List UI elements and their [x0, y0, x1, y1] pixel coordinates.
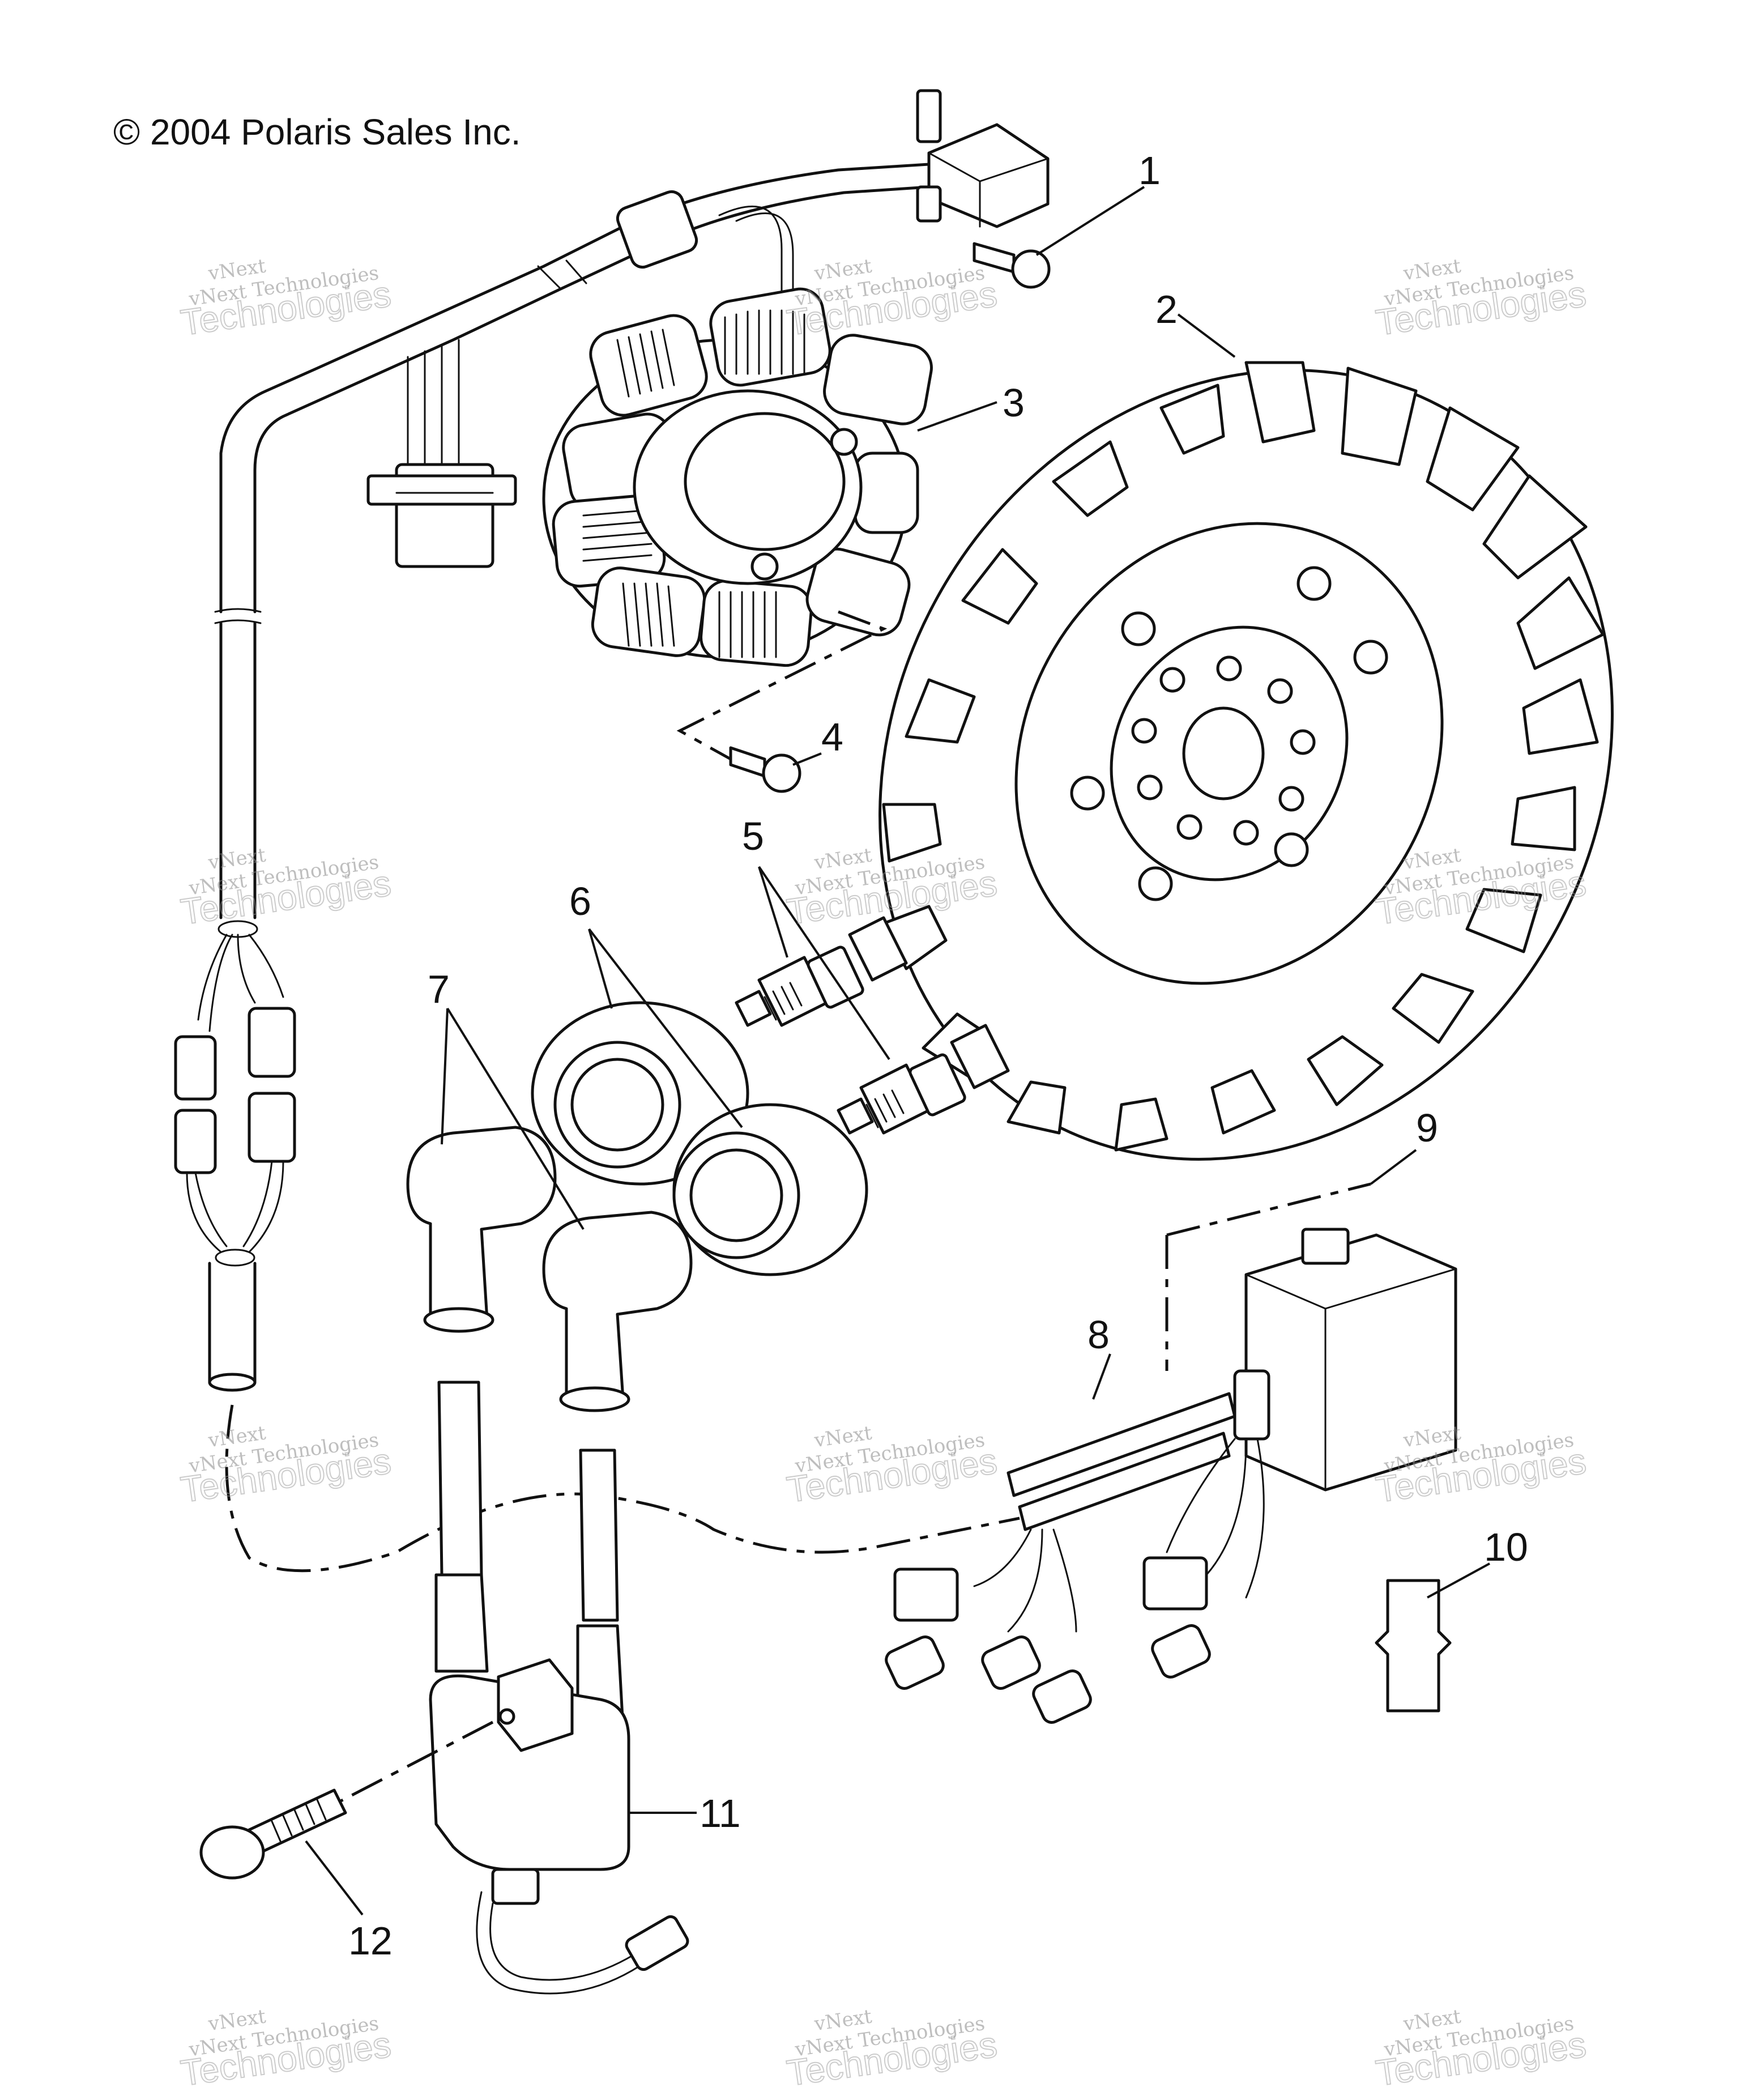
callout-5: 5 [742, 814, 764, 858]
callout-10: 10 [1484, 1525, 1528, 1569]
part-7-plug-caps [406, 1007, 693, 1412]
callout-11: 11 [700, 1791, 741, 1835]
callout-3: 3 [1003, 381, 1025, 425]
part-2-flywheel [878, 313, 1614, 1161]
callout-6: 6 [569, 879, 591, 923]
copyright-text: © 2004 Polaris Sales Inc. [113, 112, 521, 152]
bullet-connector [174, 1035, 217, 1101]
callout-2: 2 [1155, 287, 1178, 331]
bullet-connector [248, 1092, 296, 1163]
part-9-cdi-box [1165, 1149, 1457, 1492]
stator-mount-line [676, 610, 888, 761]
part-11-ignition-coil [429, 1381, 697, 1995]
callout-1: 1 [1138, 148, 1161, 193]
stator-wire-harness [174, 163, 931, 1392]
callout-12: 12 [348, 1919, 393, 1963]
bullet-connector [248, 1007, 296, 1078]
part-6-grommets [531, 928, 868, 1276]
part-10-terminal [1375, 1562, 1490, 1713]
part-5-spark-plugs [735, 866, 1010, 1135]
callout-4: 4 [821, 715, 843, 759]
part-8-cdi-harness [885, 1353, 1270, 1724]
part-1-connector-box [916, 89, 1145, 289]
part-4-screw [729, 746, 822, 793]
callout-8: 8 [1088, 1313, 1110, 1357]
bullet-connector [174, 1109, 217, 1174]
cable-clamp [616, 190, 698, 269]
callout-9: 9 [1416, 1106, 1438, 1150]
part-3-stator [542, 287, 997, 667]
part-12-bolt [199, 1720, 494, 1916]
callout-7: 7 [428, 967, 450, 1011]
harness-connector [366, 339, 517, 568]
